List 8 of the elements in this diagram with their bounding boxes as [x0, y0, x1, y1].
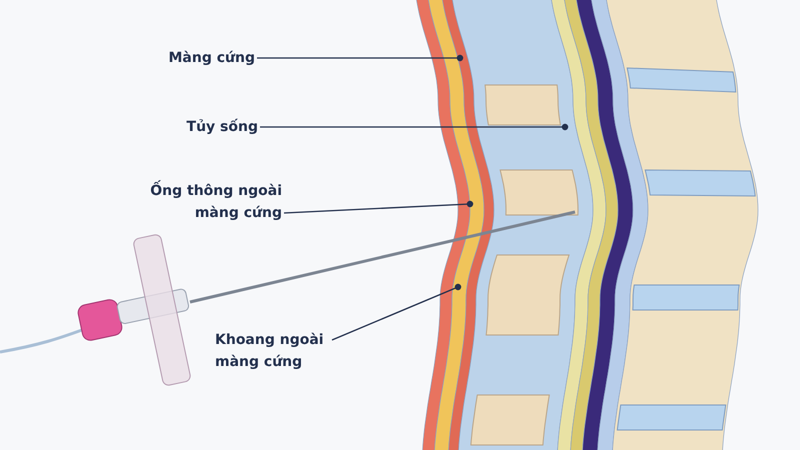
part-label: Màng cứng	[168, 47, 255, 69]
leader-line	[332, 284, 462, 341]
leader-line	[284, 200, 474, 214]
part-label: Khoang ngoài màng cứng	[215, 329, 330, 373]
part-label: Ống thông ngoài màng cứng	[132, 180, 282, 224]
leader-line	[260, 124, 568, 130]
leader-line	[257, 54, 464, 62]
part-label: Tủy sống	[186, 116, 258, 138]
